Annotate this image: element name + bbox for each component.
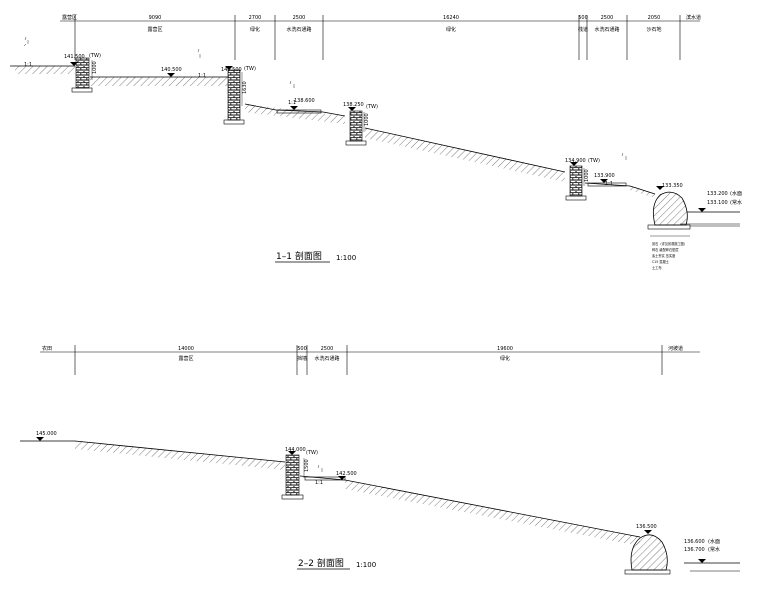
zone-3: 水洗石通路 — [286, 26, 311, 33]
zone-1: 露营区 — [147, 26, 162, 33]
ground-profile-1 — [10, 65, 740, 225]
section-2: 农田 河坡道 14000 500 2500 19600 露营区 挡墙 水洗石通路… — [20, 345, 740, 575]
zone-6: 水洗石通路 — [594, 26, 619, 33]
elev-5: 138.250 — [343, 102, 364, 108]
water-label2-1: (水面 — [708, 538, 720, 545]
elev2-4: 136.500 — [636, 524, 657, 530]
svg-text:(TW): (TW) — [244, 66, 256, 72]
water-level2-2: 136.700 — [684, 547, 705, 553]
elevation-markers-1: 141.500 140.500 140.500 138.600 138.250 … — [64, 54, 742, 212]
water-level-1: 133.200 — [707, 191, 728, 197]
path-paving-2 — [587, 182, 627, 187]
section1-right-label: 滨水道 — [686, 14, 701, 21]
water-label2-2: (常水 — [708, 546, 720, 553]
zone-7: 沙石地 — [646, 26, 661, 33]
ground-profile-2 — [20, 440, 740, 572]
svg-text:景石（详见景观施工图）: 景石（详见景观施工图） — [652, 241, 687, 246]
section-1: 露营区 滨水道 9090 2700 2500 16240 500 2500 20… — [10, 14, 742, 270]
section2-left-label: 农田 — [42, 345, 52, 352]
elev-2: 140.500 — [161, 67, 182, 73]
tw-mark-2: (TW) — [306, 450, 318, 456]
dim2-2: 500 — [297, 346, 307, 352]
boulder-1 — [647, 191, 740, 230]
elev-1: 141.500 — [64, 54, 85, 60]
path-paving-3 — [304, 476, 346, 481]
svg-text:1000: 1000 — [364, 113, 370, 126]
dim-7: 2050 — [648, 15, 661, 21]
slope-label-2: 1:1 — [198, 73, 206, 79]
dim2-1: 14000 — [178, 346, 194, 352]
elevation-markers-2: 145.000 144.000 142.500 136.500 136.600 … — [36, 431, 720, 563]
dim2-3: 2500 — [321, 346, 334, 352]
plant-sketches-2 — [317, 464, 323, 472]
zone-5: 栈道 — [578, 26, 588, 33]
section1-title: 1–1 剖面图 — [276, 250, 322, 262]
elev-4: 138.600 — [294, 98, 315, 104]
svg-text:1630: 1630 — [242, 81, 248, 94]
section2-right-label: 河坡道 — [668, 345, 683, 352]
zone2-4: 绿化 — [500, 355, 510, 362]
slope-label2-1: 1:1 — [315, 480, 323, 486]
elev-6: 134.900 — [565, 158, 586, 164]
water-label-2: (常水 — [730, 199, 742, 206]
zone2-3: 水洗石通路 — [314, 355, 339, 362]
slope-label-1: 1:1 — [24, 62, 32, 68]
svg-text:(TW): (TW) — [366, 104, 378, 110]
svg-text:1000: 1000 — [92, 61, 98, 74]
slope-label-3: 1:1 — [288, 100, 296, 106]
svg-text:1000: 1000 — [584, 169, 590, 182]
dim-6: 2500 — [601, 15, 614, 21]
elev2-3: 142.500 — [336, 471, 357, 477]
svg-text:土工布: 土工布 — [652, 265, 662, 270]
zone-2: 绿化 — [250, 26, 260, 33]
boulder-2 — [624, 534, 671, 575]
dim-2: 2700 — [249, 15, 262, 21]
svg-text:碎石 级配碎石垫层: 碎石 级配碎石垫层 — [652, 247, 679, 252]
slope-label-4: 1:1 — [605, 181, 613, 187]
zone2-1: 露营区 — [178, 355, 193, 362]
svg-text:素土夯实 压实度: 素土夯实 压实度 — [652, 253, 676, 258]
elev-3: 140.500 — [221, 67, 242, 73]
retaining-wall-2 — [281, 454, 304, 500]
svg-text:C15 混凝土: C15 混凝土 — [652, 259, 670, 264]
path-paving-1 — [276, 109, 322, 114]
wall-heights-1: 1000 1630 1000 1000 — [91, 60, 590, 186]
tw-marks-1: (TW) (TW) (TW) (TW) — [89, 53, 600, 164]
water-level-2: 133.100 — [707, 200, 728, 206]
plant-sketches-1 — [23, 36, 627, 160]
dim2-4: 19600 — [497, 346, 513, 352]
wall-height-2: 1500 — [304, 459, 310, 472]
water-level2-1: 136.600 — [684, 539, 705, 545]
section2-scale: 1:100 — [356, 561, 376, 569]
svg-text:(TW): (TW) — [588, 158, 600, 164]
svg-text:(TW): (TW) — [89, 53, 101, 59]
section1-scale: 1:100 — [336, 254, 356, 262]
elev2-2: 144.000 — [285, 447, 306, 453]
water-label-1: (水面 — [730, 190, 742, 197]
section2-title: 2–2 剖面图 — [298, 557, 344, 569]
section1-left-label: 露营区 — [62, 14, 77, 21]
dim-1: 9090 — [149, 15, 162, 21]
dim-5: 500 — [578, 15, 588, 21]
elev-8: 133.350 — [662, 183, 683, 189]
dim-4: 16240 — [443, 15, 459, 21]
elev2-1: 145.000 — [36, 431, 57, 437]
elev-7: 133.900 — [594, 173, 615, 179]
zone2-2: 挡墙 — [297, 355, 307, 362]
retaining-walls-1 — [71, 57, 587, 201]
construction-notes-1: 景石（详见景观施工图） 碎石 级配碎石垫层 素土夯实 压实度 C15 混凝土 土… — [650, 235, 690, 270]
zone-4: 绿化 — [446, 26, 456, 33]
dim-3: 2500 — [293, 15, 306, 21]
